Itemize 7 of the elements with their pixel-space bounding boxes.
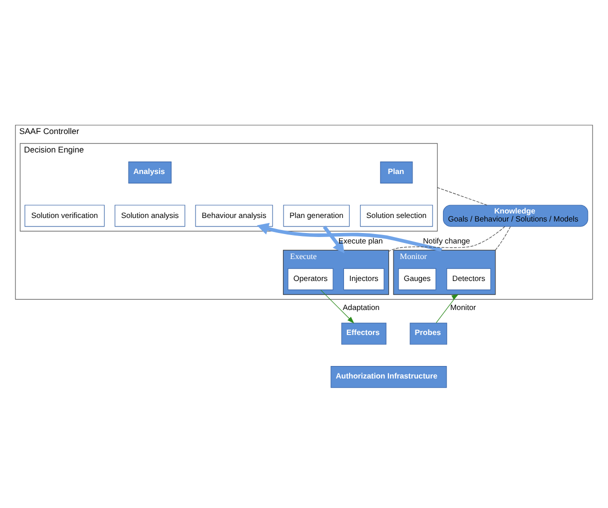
connector [437, 187, 488, 206]
arrow [322, 226, 344, 254]
arrow [320, 290, 354, 324]
arrow [256, 222, 442, 252]
arrow [436, 294, 459, 324]
connector [388, 226, 506, 252]
connector [495, 226, 511, 250]
